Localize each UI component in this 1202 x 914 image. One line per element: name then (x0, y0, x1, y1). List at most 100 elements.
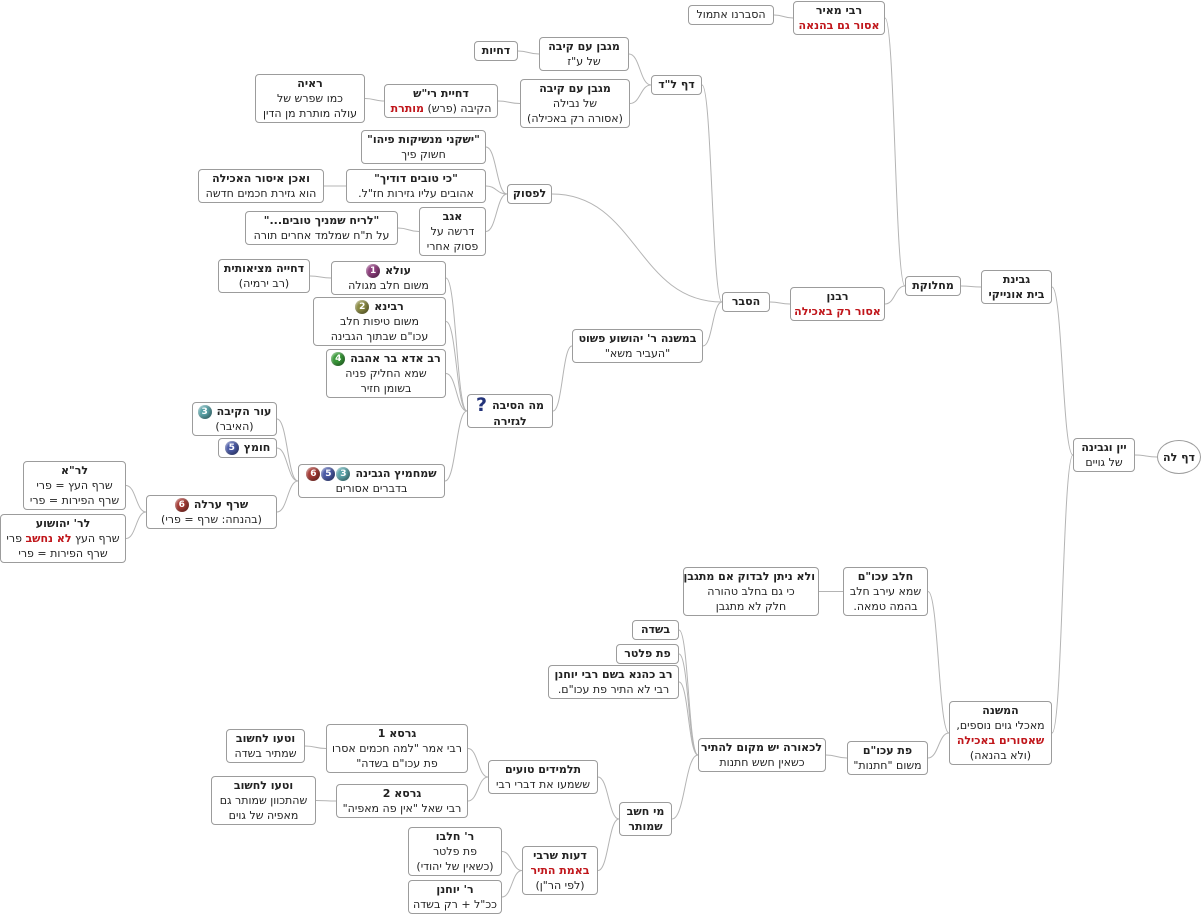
topic-dchiyot[interactable]: דחיות (474, 41, 518, 61)
node-text: דחייה מציאותית (223, 262, 305, 275)
topic-machloket[interactable]: מחלוקת (905, 276, 961, 296)
node-line: אהובים עליו גזירות חז"ל. (350, 186, 482, 201)
connector-daf34-magvan1 (628, 53, 652, 86)
node-text: ככ"ל + רק בשדה (412, 898, 497, 911)
node-line: גבינת (985, 272, 1048, 287)
node-text: וטעו לחשוב (233, 779, 294, 792)
node-text: דעות שרבי (533, 849, 587, 862)
connector-lapasuk-yishakeni (485, 146, 508, 195)
topic-basade[interactable]: בשדה (632, 620, 679, 640)
topic-hesber[interactable]: הסבר (722, 292, 770, 312)
node-text: חלב עכו"ם (857, 570, 914, 583)
node-text: שרף ערלה (193, 498, 249, 511)
node-line: רבינא (374, 299, 404, 314)
node-line: משום חלב מגולה (335, 278, 442, 293)
connector-yayin-gvinat (1051, 286, 1074, 456)
topic-yishakeni[interactable]: "ישקני מנשיקות פיהו"חשוק פיך (361, 130, 486, 164)
node-line: של גויים (1077, 455, 1131, 470)
topic-daf34[interactable]: דף ל"ד (651, 75, 702, 95)
node-text: של ע"ז (567, 55, 601, 68)
connector-yayin-mishna2 (1051, 454, 1074, 734)
node-line: שמא החליק פניה (330, 366, 442, 381)
node-line: מגבן עם קיבה (524, 81, 626, 96)
node-line: לגזירה (471, 414, 549, 427)
node-line: רב כהנא בשם רבי יוחנן (552, 667, 675, 682)
highlight-text: אסור גם בהנאה (798, 19, 880, 32)
connector-maha-radda (445, 373, 468, 412)
node-line: (האיבר) (196, 419, 273, 434)
connector-maha-shmachmitz (444, 410, 468, 482)
connector-hesber-bamishna (702, 301, 723, 347)
topic-hesbarnu[interactable]: הסברנו אתמול (688, 5, 774, 25)
topic-kitovim[interactable]: "כי טובים דודיך"אהובים עליו גזירות חז"ל. (346, 169, 486, 203)
node-line: אסור רק באכילה (794, 304, 881, 319)
connector-mishna2-chalav (927, 591, 950, 734)
connector-mi-deot (597, 818, 620, 871)
topic-dchiyamets[interactable]: דחייה מציאותית(רב ירמיה) (218, 259, 310, 293)
node-text: ששמעו את דברי רבי (495, 778, 591, 791)
node-line: לכאורה יש מקום להתיר (701, 740, 822, 755)
node-line: מאפיה של גוים (215, 808, 312, 823)
highlight-text: אסור רק באכילה (794, 305, 881, 318)
topic-lereach[interactable]: "לריח שמניך טובים..."על ת"ח שמלמד אחרים … (245, 211, 398, 245)
priority-icons: 1 (366, 263, 381, 278)
node-text: עכו"ם שבתוך הגבינה (330, 330, 429, 343)
node-text: מגבן עם קיבה (548, 40, 620, 53)
node-text: (אסורה רק באכילה) (527, 112, 623, 125)
highlight-text: מותרת (390, 102, 424, 115)
node-line: לר' יהושוע (4, 516, 122, 531)
topic-patpalter[interactable]: פת פלטר (616, 644, 679, 664)
node-text: רב כהנא בשם רבי יוחנן (554, 668, 673, 681)
node-line: שהתכוון שמותר גם (215, 793, 312, 808)
node-text: מגבן עם קיבה (539, 82, 611, 95)
topic-magvan1[interactable]: מגבן עם קיבה של ע"ז (539, 37, 629, 71)
node-text: (לפי הר"ן) (535, 879, 585, 892)
node-text: רבי שאל "אין פה מאפיה" (342, 802, 462, 815)
node-line: חומץ (244, 440, 271, 455)
node-line: רבי אמר "למה חכמים אסרו (330, 741, 464, 756)
node-text: שהתכוון שמותר גם (219, 794, 308, 807)
node-text: אגב (442, 210, 463, 223)
topic-daf[interactable]: דף לה (1157, 440, 1201, 474)
node-line: רבי מאיר (797, 3, 881, 18)
topic-maha[interactable]: מה הסיבה?לגזירה (467, 394, 553, 428)
node-text: שרף העץ = פרי (36, 479, 113, 492)
topic-bamishna[interactable]: במשנה ר' יהושוע פשוט"העביר משא" (572, 329, 703, 363)
topic-lapasuk[interactable]: לפסוק (507, 184, 552, 204)
